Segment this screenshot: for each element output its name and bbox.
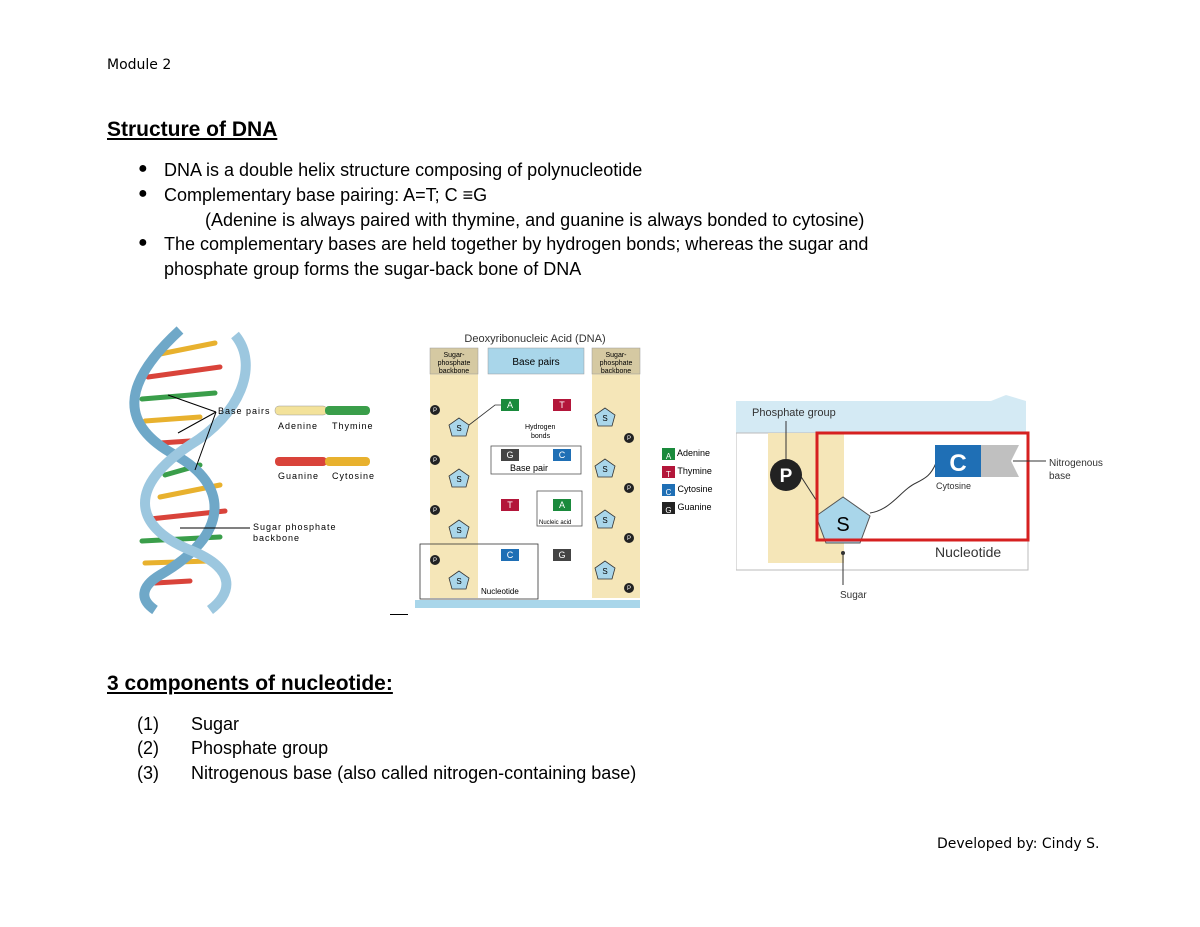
svg-text:S: S (456, 475, 461, 484)
label-adenine: Adenine (278, 421, 318, 431)
base-legend: A Adenine T Thymine C Cytosine G Guanine (662, 444, 713, 516)
nucleotide-label-small: Nucleotide (481, 587, 519, 596)
legend-thymine: Thymine (677, 466, 712, 476)
component-text: Sugar (191, 714, 240, 734)
sugar-label: Sugar (840, 590, 867, 601)
developer-credit: Developed by: Cindy S. (937, 836, 1100, 852)
label-cytosine: Cytosine (332, 471, 375, 481)
module-label: Module 2 (107, 57, 172, 73)
bullet-dot: ● (138, 160, 148, 177)
svg-text:P: P (433, 558, 437, 564)
svg-text:P: P (433, 408, 437, 414)
nucleotide-label: Nucleotide (935, 544, 1001, 560)
svg-text:S: S (602, 414, 607, 423)
base-c-1: C (559, 450, 566, 460)
legend-adenine: Adenine (677, 448, 711, 458)
component-text: Phosphate group (191, 738, 329, 758)
base-g-2: G (558, 550, 565, 560)
svg-text:P: P (627, 536, 631, 542)
label-base-pairs: Base pairs (218, 406, 271, 416)
component-text: Nitrogenous base (also called nitrogen-c… (191, 763, 637, 783)
svg-text:S: S (602, 465, 607, 474)
base-a-2: A (559, 500, 565, 510)
svg-text:S: S (456, 424, 461, 433)
legend-c-swatch: C (662, 483, 675, 497)
svg-text:S: S (602, 516, 607, 525)
base-t-1: T (559, 400, 565, 410)
base-g-1: G (506, 450, 513, 460)
base-t-2: T (507, 500, 513, 510)
legend-g-swatch: G (662, 501, 675, 515)
dna-structure-diagram: Deoxyribonucleic Acid (DNA) Sugar- phosp… (415, 333, 641, 608)
col-right-1: Sugar- (605, 352, 627, 359)
legend-a-swatch: A (662, 447, 675, 461)
sugar-s: S (836, 514, 849, 536)
component-num: (2) (137, 738, 159, 758)
nucleotide-diagram: Phosphate group P S C Cytosine Nucleotid… (736, 395, 1103, 601)
section-title-structure: Structure of DNA (107, 118, 278, 141)
col-left-3: backbone (439, 368, 469, 375)
base-pair-label: Base pair (510, 463, 548, 473)
svg-text:S: S (456, 526, 461, 535)
col-right-3: backbone (601, 368, 631, 375)
component-num: (1) (137, 714, 159, 734)
label-guanine: Guanine (278, 471, 319, 481)
col-mid: Base pairs (512, 357, 559, 368)
col-right-2: phosphate (600, 360, 633, 367)
bullet-2-note: (Adenine is always paired with thymine, … (205, 210, 865, 230)
svg-text:P: P (433, 508, 437, 514)
bullet-3-cont: phosphate group forms the sugar-back bon… (164, 259, 582, 279)
col-left-1: Sugar- (443, 352, 465, 359)
bullet-1: DNA is a double helix structure composin… (164, 160, 643, 180)
svg-text:P: P (627, 486, 631, 492)
base-c-2: C (507, 550, 514, 560)
col-left-2: phosphate (438, 360, 471, 367)
svg-text:S: S (456, 577, 461, 586)
hydrogen-2: bonds (531, 433, 551, 440)
svg-text:P: P (627, 586, 631, 592)
dna-helix-figure: Base pairs Adenine Thymine Guanine Cytos… (129, 326, 375, 615)
svg-text:P: P (627, 436, 631, 442)
nitrogenous-2: base (1049, 471, 1071, 482)
underscore-mark (390, 614, 408, 615)
bullet-3: The complementary bases are held togethe… (164, 234, 869, 254)
svg-text:P: P (433, 458, 437, 464)
component-num: (3) (137, 763, 159, 783)
label-backbone-2: backbone (253, 533, 300, 543)
cytosine-label: Cytosine (936, 481, 971, 491)
base-c: C (949, 450, 966, 477)
section-title-components: 3 components of nucleotide: (107, 672, 393, 695)
bullet-dot: ● (138, 234, 148, 251)
phosphate-p: P (780, 466, 793, 487)
hydrogen-1: Hydrogen (525, 424, 555, 431)
legend-guanine: Guanine (677, 502, 712, 512)
nitrogenous-1: Nitrogenous (1049, 458, 1103, 469)
nucleic-acid-label: Nucleic acid (539, 520, 571, 526)
label-backbone-1: Sugar phosphate (253, 522, 337, 532)
svg-text:S: S (602, 567, 607, 576)
label-thymine: Thymine (332, 421, 374, 431)
phosphate-group-label: Phosphate group (752, 407, 836, 419)
bullet-dot: ● (138, 185, 148, 202)
diagram-title: Deoxyribonucleic Acid (DNA) (464, 333, 605, 345)
legend-t-swatch: T (662, 465, 675, 479)
base-a-1: A (507, 400, 513, 410)
bullet-2: Complementary base pairing: A=T; C ≡G (164, 185, 488, 205)
legend-cytosine: Cytosine (677, 484, 713, 494)
